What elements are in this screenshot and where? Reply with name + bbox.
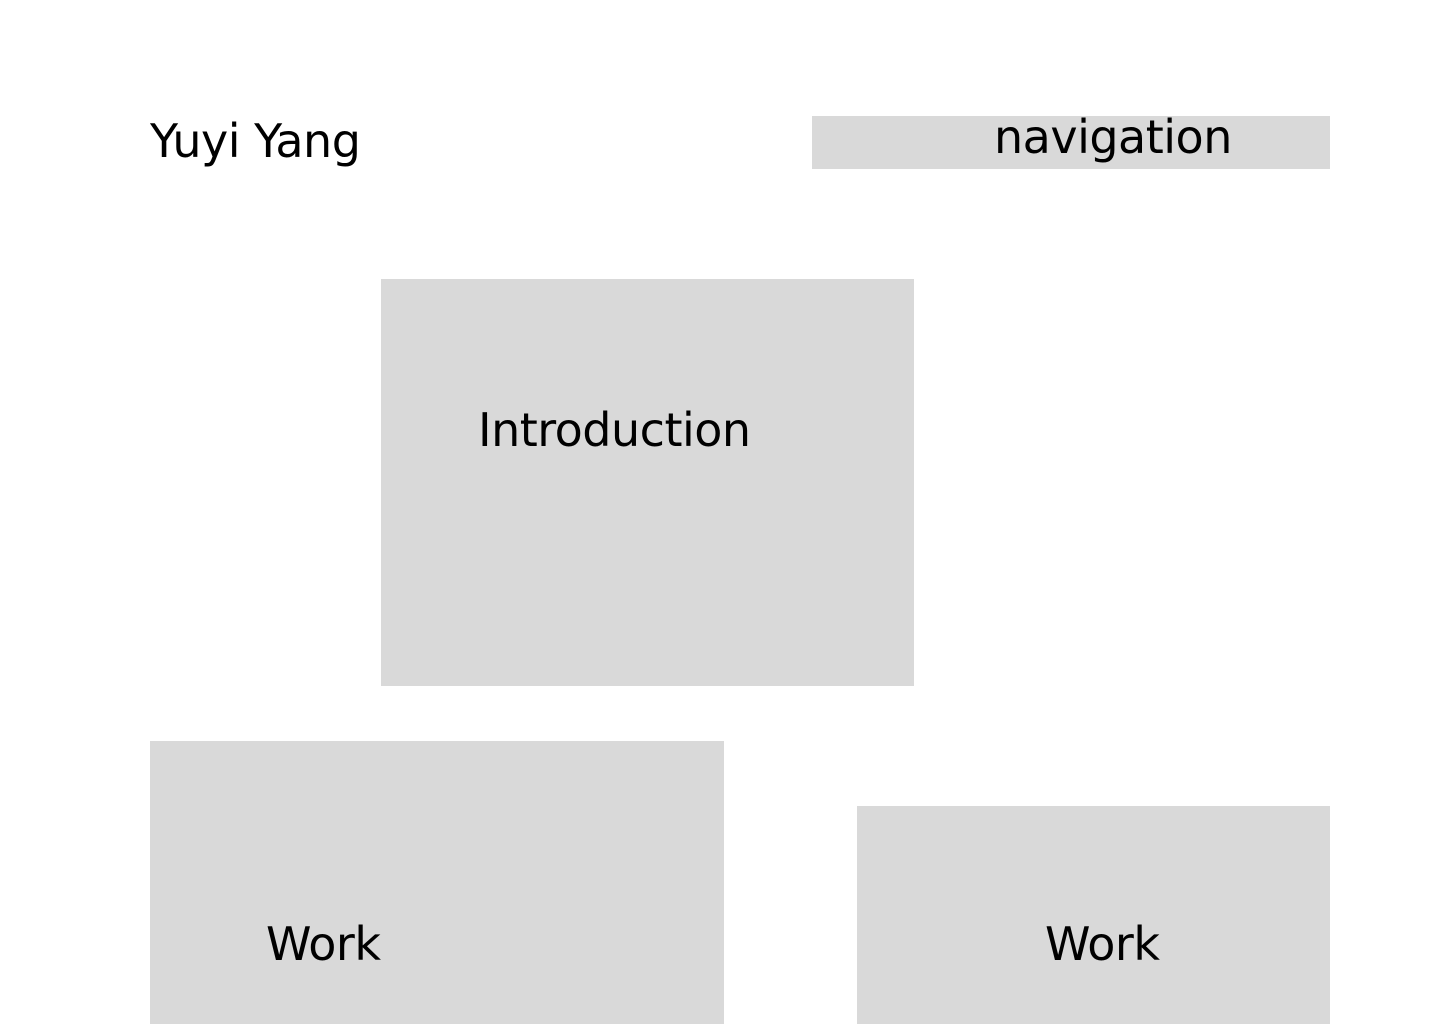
introduction-card[interactable]: Introduction — [381, 279, 914, 686]
introduction-label: Introduction — [478, 403, 751, 457]
navigation-label: navigation — [994, 110, 1232, 164]
site-title: Yuyi Yang — [150, 114, 361, 168]
work-card[interactable]: Work — [150, 741, 724, 1024]
work-card-label: Work — [1045, 917, 1160, 971]
work-card[interactable]: Work — [857, 806, 1330, 1024]
navigation-bar[interactable]: navigation — [812, 110, 1330, 169]
work-card-label: Work — [266, 917, 381, 971]
